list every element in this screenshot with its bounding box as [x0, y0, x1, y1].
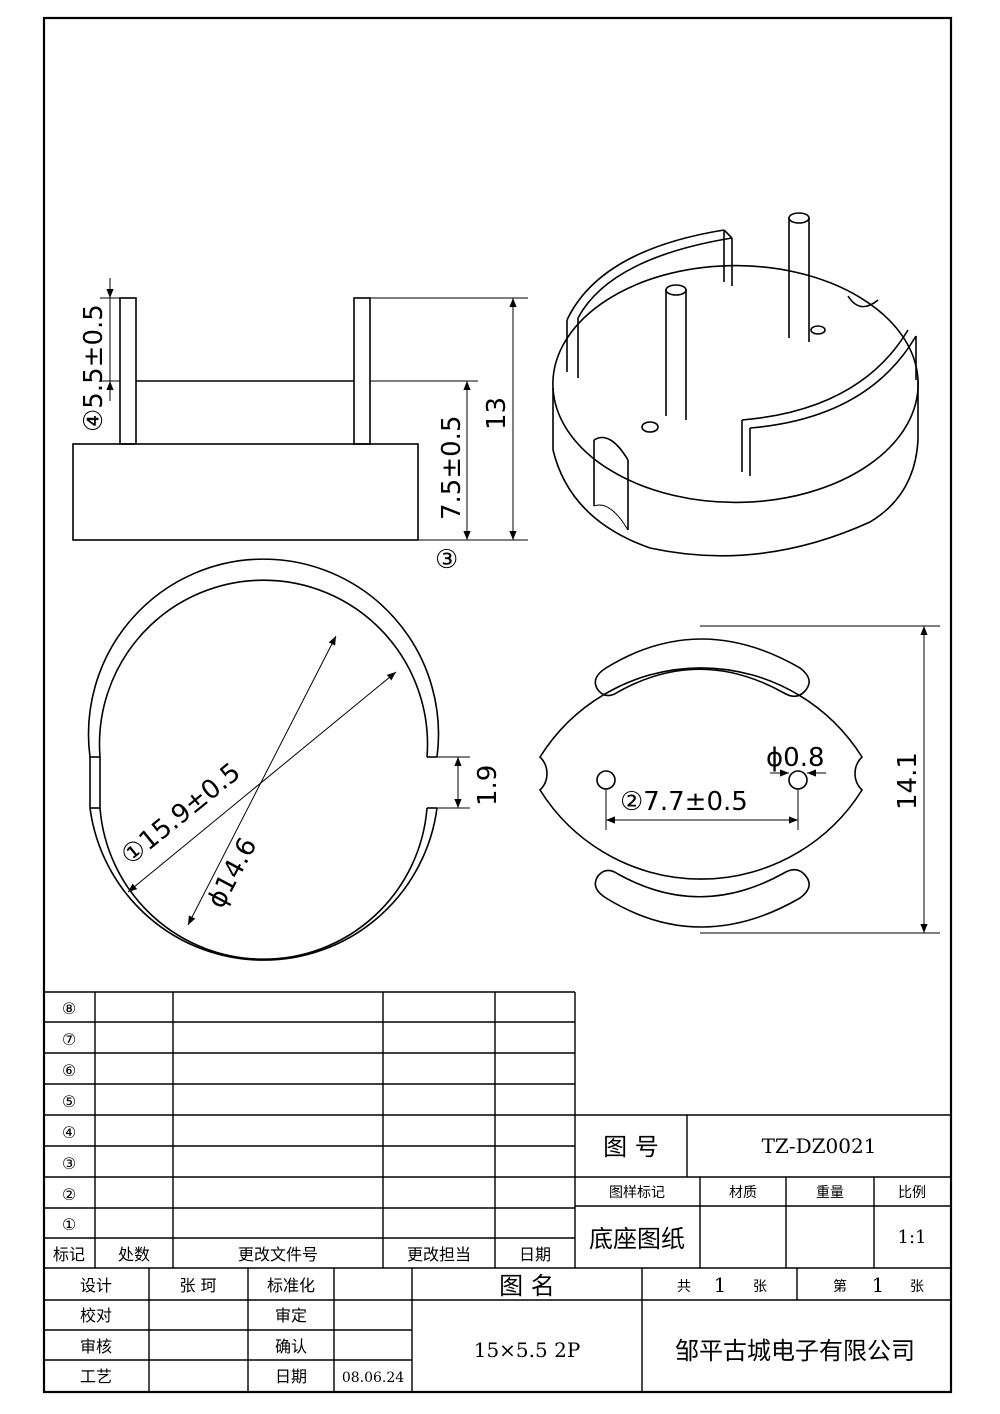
rev-header-owner: 更改担当 [407, 1245, 471, 1264]
design-label: 设计 [80, 1276, 112, 1295]
isometric-view [552, 212, 919, 557]
sheet-border [42, 16, 953, 1394]
revision-table [44, 991, 951, 1269]
side-view [72, 278, 528, 541]
sheet-label: 第 [833, 1278, 847, 1295]
dim-base-height: 7.5±0.5 [437, 416, 467, 520]
drawing-number: TZ-DZ0021 [762, 1134, 877, 1158]
mark-label: 图样标记 [609, 1185, 665, 1201]
dim-pin-length: ④5.5±0.5 [79, 304, 109, 432]
confirm-label: 确认 [275, 1337, 307, 1356]
doc-type: 底座图纸 [589, 1225, 685, 1253]
total-sheets: 1 [714, 1273, 727, 1297]
dim-mark-3: ③ [435, 545, 458, 575]
drawing-no-label: 图 号 [603, 1133, 659, 1161]
scale-value: 1:1 [898, 1227, 927, 1248]
material-label: 材质 [729, 1185, 757, 1201]
rev-row-8: ⑧ [62, 999, 76, 1018]
review-label: 审核 [80, 1337, 112, 1356]
top-view [87, 558, 470, 961]
date-value: 08.06.24 [342, 1370, 404, 1386]
rev-row-5: ⑤ [62, 1092, 76, 1111]
dim-slot-height: 14.1 [893, 752, 923, 810]
rev-header-date: 日期 [519, 1245, 551, 1264]
sheet-unit-2: 张 [910, 1279, 924, 1295]
sheet-number: 1 [872, 1273, 885, 1297]
standard-label: 标准化 [267, 1276, 315, 1295]
scale-label: 比例 [898, 1185, 926, 1201]
dim-inner-diameter: ϕ14.6 [202, 833, 264, 913]
designer-name: 张 珂 [179, 1276, 216, 1295]
rev-header-mark: 标记 [53, 1245, 85, 1264]
bottom-view [538, 625, 940, 934]
rev-row-1: ① [62, 1215, 76, 1234]
craft-label: 工艺 [80, 1367, 112, 1386]
approve-label: 审定 [275, 1306, 307, 1325]
rev-row-4: ④ [62, 1123, 76, 1142]
part-name: 15×5.5 2P [474, 1338, 581, 1362]
title-block [44, 1268, 951, 1392]
dim-hole-diameter: ϕ0.8 [766, 743, 825, 773]
rev-row-7: ⑦ [62, 1030, 76, 1049]
rev-header-docno: 更改文件号 [238, 1245, 318, 1264]
check-label: 校对 [80, 1306, 112, 1325]
dim-pin-spacing: ②7.7±0.5 [620, 787, 748, 817]
date-label: 日期 [275, 1367, 307, 1386]
rev-row-6: ⑥ [62, 1061, 76, 1080]
dim-notch-width: 1.9 [473, 765, 503, 806]
rev-row-2: ② [62, 1185, 76, 1204]
company-name: 邹平古城电子有限公司 [675, 1337, 915, 1365]
rev-header-count: 处数 [118, 1245, 150, 1264]
total-label: 共 [677, 1279, 691, 1295]
sheet-unit: 张 [753, 1279, 767, 1295]
rev-row-3: ③ [62, 1154, 76, 1173]
weight-label: 重量 [816, 1185, 844, 1201]
dim-total-height: 13 [482, 397, 512, 430]
name-label: 图 名 [499, 1272, 555, 1300]
